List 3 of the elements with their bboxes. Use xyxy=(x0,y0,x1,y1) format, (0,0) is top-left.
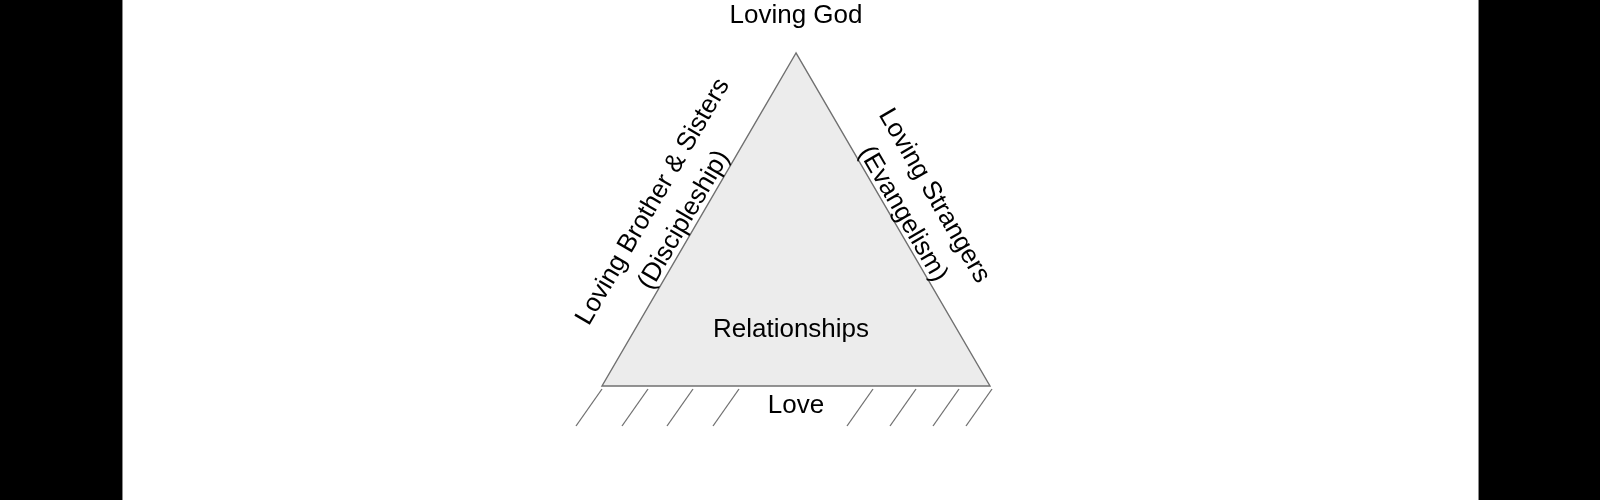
node-label: Relationships xyxy=(712,314,870,344)
base-label: Love xyxy=(766,389,826,419)
vertex-label: Loving God xyxy=(728,0,864,29)
